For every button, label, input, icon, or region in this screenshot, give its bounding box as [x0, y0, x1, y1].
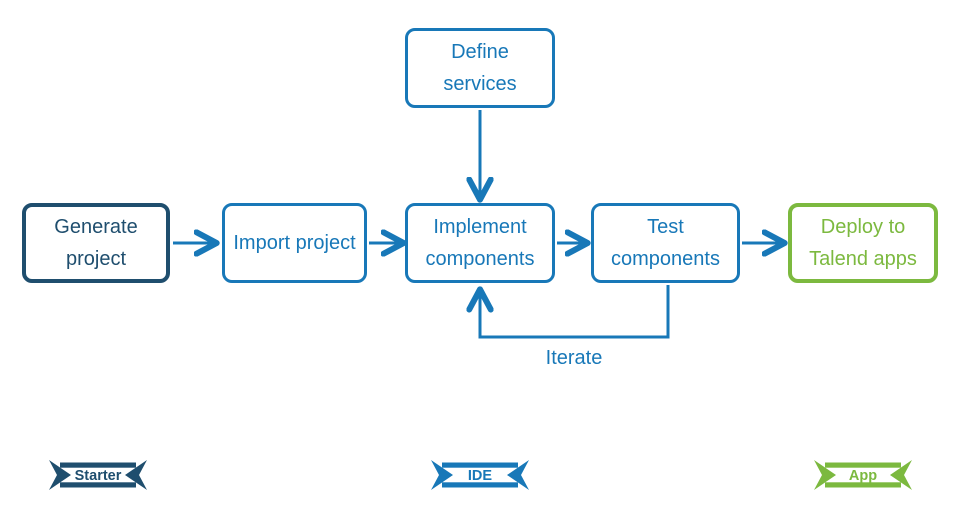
- node-generate-project: Generate project: [22, 203, 170, 283]
- ribbon-starter: Starter: [49, 460, 147, 490]
- iterate-edge-label: Iterate: [545, 347, 603, 369]
- node-test-components: Test components: [591, 203, 740, 283]
- ribbon-starter-label: Starter: [75, 468, 122, 484]
- node-deploy-talend-apps: Deploy to Talend apps: [788, 203, 938, 283]
- node-implement-components: Implement components: [405, 203, 555, 283]
- node-define-services: Define services: [405, 28, 555, 108]
- ribbon-app: App: [814, 460, 912, 490]
- ribbon-ide: IDE: [431, 460, 529, 490]
- node-import-project: Import project: [222, 203, 367, 283]
- edge-iterate-loop: [480, 285, 670, 339]
- ribbon-app-label: App: [849, 468, 877, 484]
- ribbon-ide-label: IDE: [468, 468, 493, 484]
